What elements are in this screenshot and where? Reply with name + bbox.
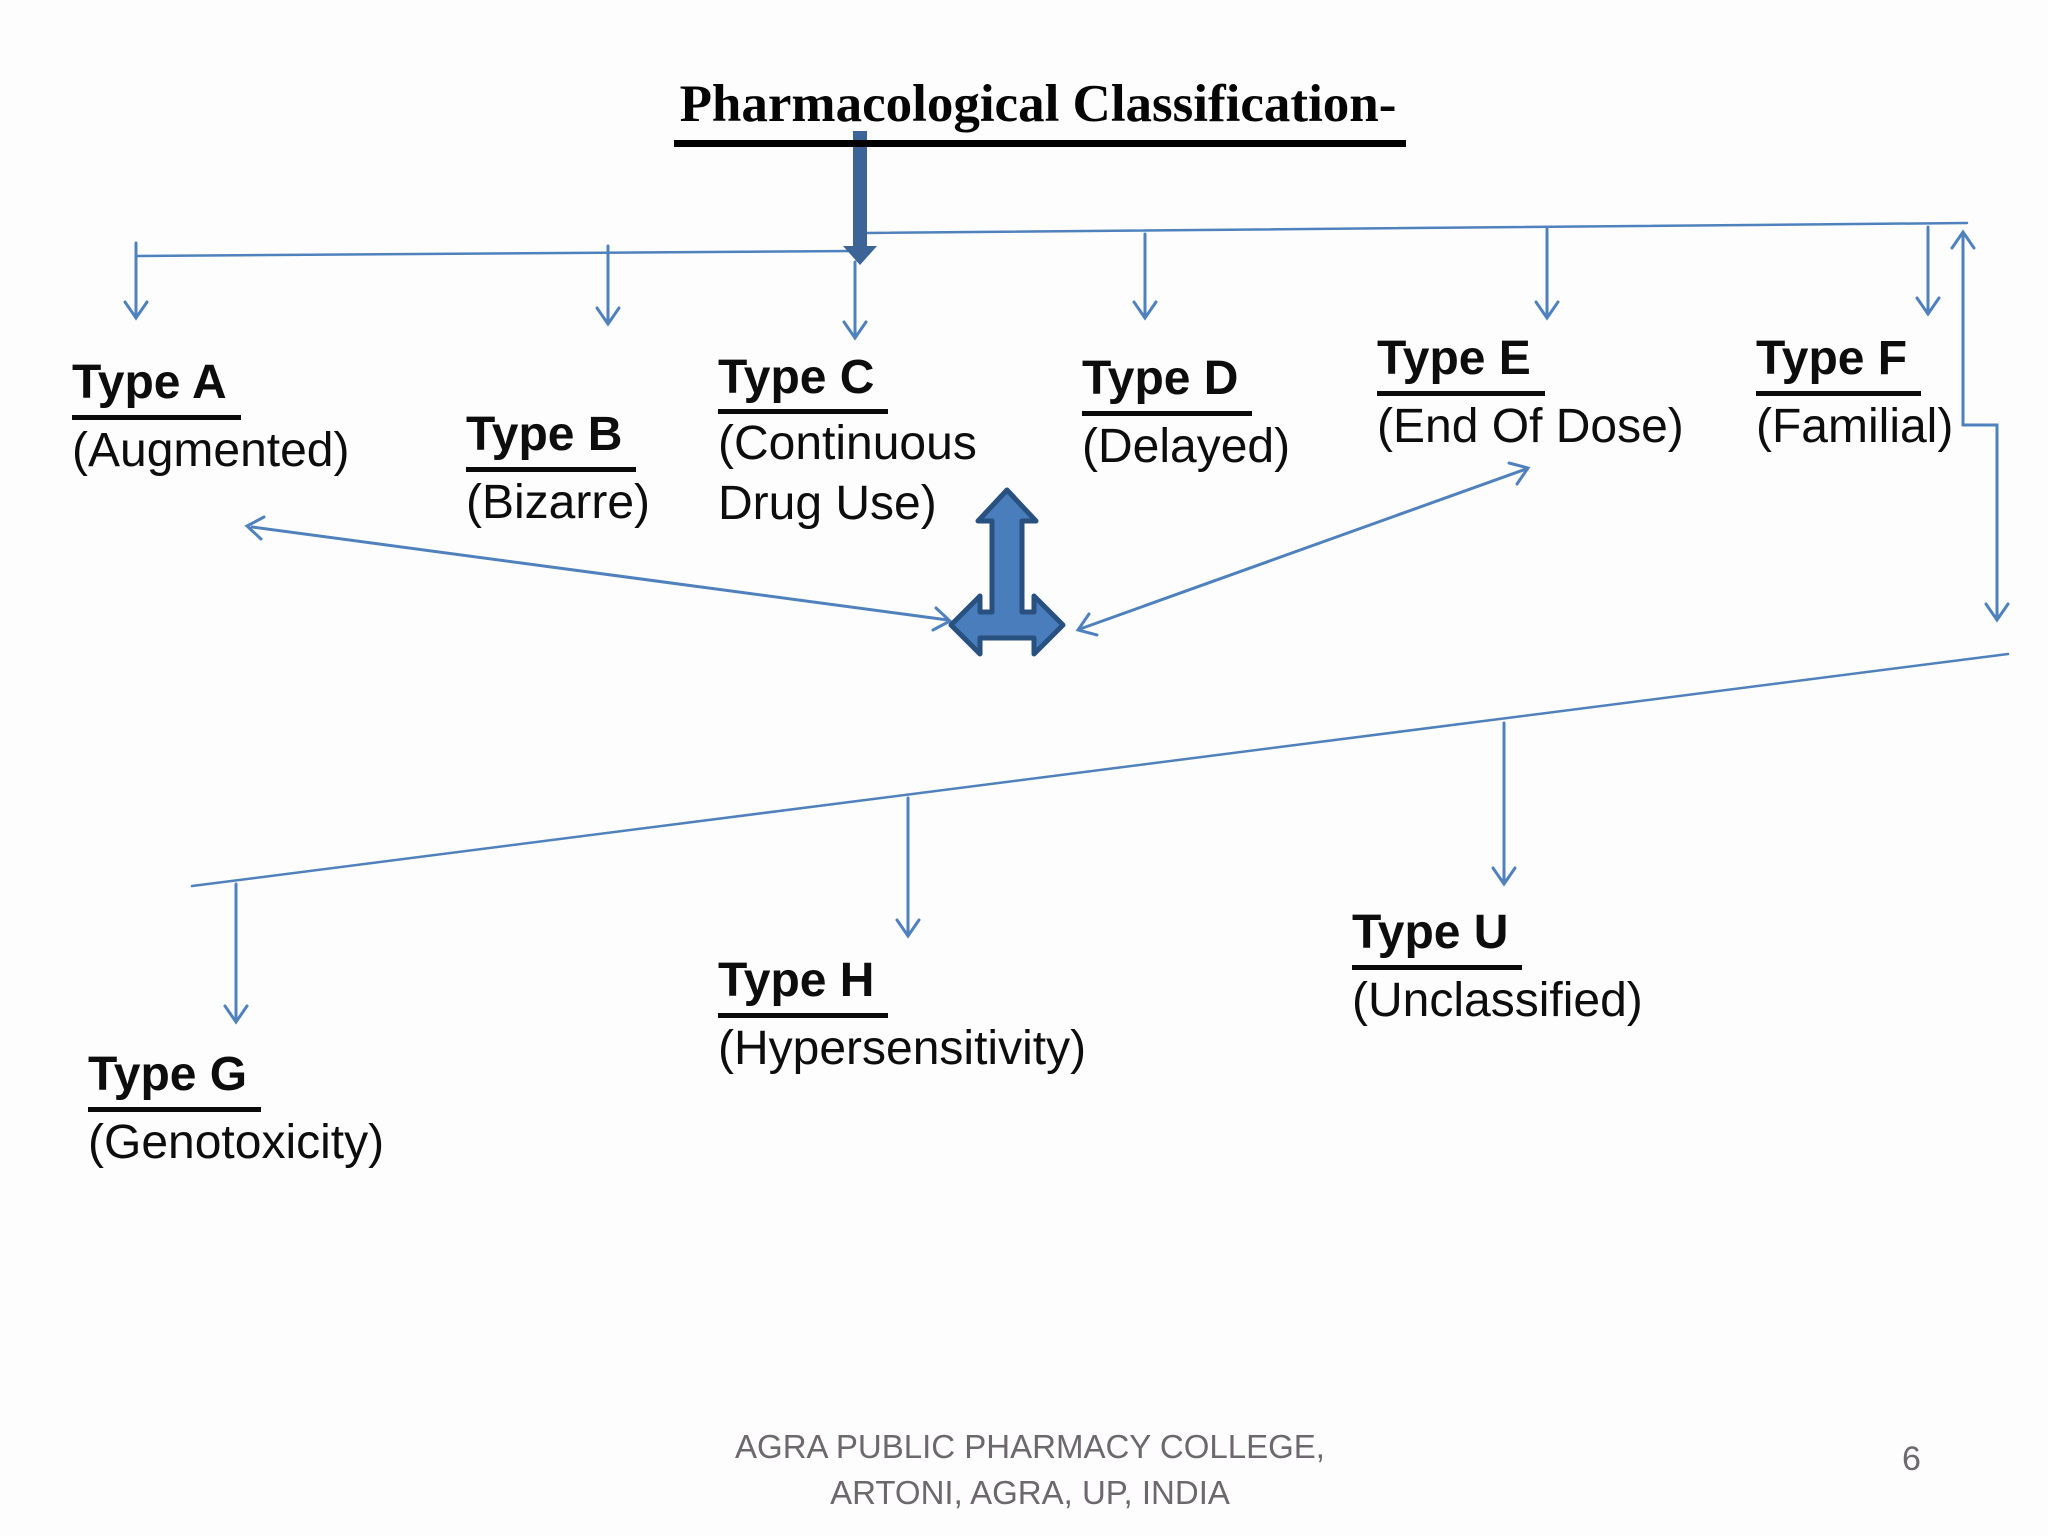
- drop-arrow-f-head: [1915, 296, 1941, 317]
- diagonal-arrow-e-top-head: [1507, 461, 1531, 486]
- node-type-u-label: Type U: [1352, 902, 1523, 970]
- node-type-f-label: Type F: [1756, 328, 1922, 396]
- footer-line2: ARTONI, AGRA, UP, INDIA: [830, 1474, 1230, 1511]
- tier1-line-right: [864, 221, 1969, 235]
- page-title-text: Pharmacological Classification-: [673, 72, 1407, 147]
- node-type-d-label: Type D: [1082, 348, 1253, 416]
- drop-arrow-a-head: [123, 300, 149, 321]
- drop-arrow-e-head: [1534, 300, 1560, 321]
- node-type-h-label: Type H: [718, 950, 889, 1018]
- node-type-a-label: Type A: [72, 352, 241, 420]
- tier2-line: [190, 652, 2010, 888]
- node-type-d: Type D (Delayed): [1082, 348, 1290, 478]
- node-type-c-sub2: Drug Use): [718, 477, 937, 530]
- node-type-e-sub: (End Of Dose): [1377, 400, 1684, 453]
- node-type-e: Type E (End Of Dose): [1377, 328, 1684, 458]
- right-up-arrow-head: [1950, 229, 1976, 250]
- node-type-f-sub: (Familial): [1756, 400, 1954, 453]
- drop-arrow-g-head: [223, 1004, 249, 1025]
- drop-arrow-c-head: [842, 320, 868, 341]
- node-type-a-sub: (Augmented): [72, 424, 350, 477]
- node-type-h: Type H (Hypersensitivity): [718, 950, 1086, 1080]
- node-type-b: Type B (Bizarre): [466, 404, 650, 534]
- right-elbow-line: [1961, 423, 1999, 620]
- node-type-g-sub: (Genotoxicity): [88, 1116, 385, 1169]
- drop-arrow-b-head: [595, 306, 621, 327]
- footer-line1: AGRA PUBLIC PHARMACY COLLEGE,: [735, 1428, 1325, 1465]
- title-down-arrow: [843, 131, 877, 265]
- three-way-arrow: [948, 487, 1066, 657]
- three-way-arrow-group: [948, 487, 1066, 657]
- diagonal-arrow-a-line: [250, 525, 950, 622]
- node-type-a: Type A (Augmented): [72, 352, 349, 482]
- right-elbow-down-head: [1984, 602, 2010, 623]
- diagonal-arrow-a-right-head: [931, 606, 953, 632]
- drop-arrow-h-head: [895, 918, 921, 939]
- node-type-b-sub: (Bizarre): [466, 476, 651, 529]
- node-type-u-sub: (Unclassified): [1352, 974, 1643, 1027]
- page-title: Pharmacological Classification-: [0, 72, 2048, 147]
- node-type-b-label: Type B: [466, 404, 637, 472]
- drop-arrow-d-head: [1132, 300, 1158, 321]
- title-down-arrow-head: [843, 246, 877, 265]
- node-type-e-label: Type E: [1377, 328, 1545, 396]
- title-down-arrow-shaft: [853, 131, 867, 246]
- drop-arrow-u-head: [1491, 866, 1517, 887]
- node-type-g: Type G (Genotoxicity): [88, 1044, 384, 1174]
- node-type-g-label: Type G: [88, 1044, 262, 1112]
- diagonal-arrow-a-left-head: [244, 515, 266, 541]
- diagonal-arrow-e-bottom-head: [1075, 612, 1099, 637]
- tier1-line-left: [134, 249, 858, 258]
- node-type-h-sub: (Hypersensitivity): [718, 1022, 1087, 1075]
- diagonal-arrow-e-line: [1078, 467, 1528, 631]
- page-number: 6: [1902, 1440, 1921, 1478]
- thin-connector-group: [123, 221, 2010, 1025]
- node-type-c-sub1: (Continuous: [718, 417, 977, 470]
- node-type-u: Type U (Unclassified): [1352, 902, 1643, 1032]
- node-type-f: Type F (Familial): [1756, 328, 1953, 458]
- node-type-c-label: Type C: [718, 348, 889, 414]
- slide-footer: AGRA PUBLIC PHARMACY COLLEGE, ARTONI, AG…: [6, 1424, 2048, 1516]
- node-type-c: Type C (Continuous Drug Use): [718, 348, 977, 534]
- node-type-d-sub: (Delayed): [1082, 420, 1291, 473]
